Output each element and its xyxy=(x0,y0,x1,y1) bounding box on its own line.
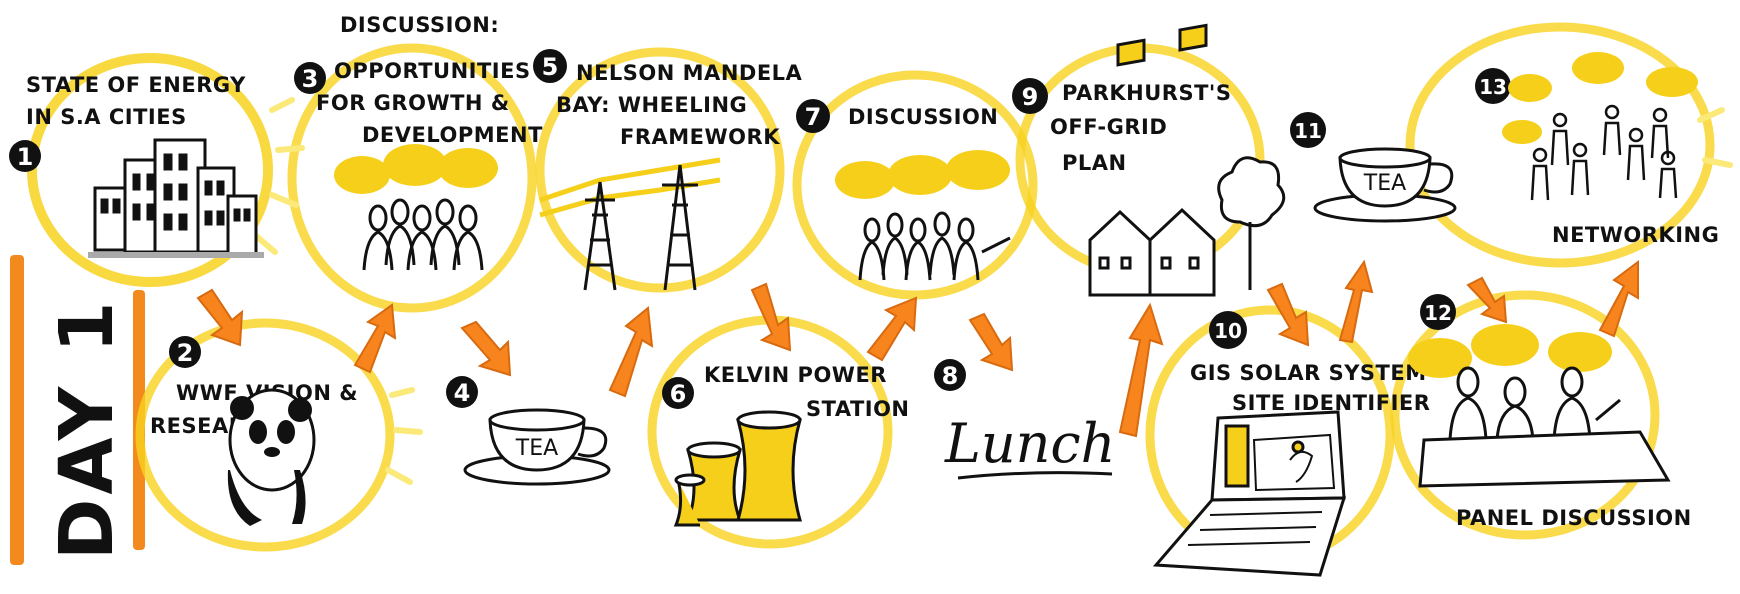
burst-rays-1 xyxy=(252,97,305,255)
arrow-12-13 xyxy=(1598,260,1639,338)
tea-label-11: TEA xyxy=(1363,171,1406,196)
arrow-11-12 xyxy=(1466,276,1508,324)
networking-people-icon xyxy=(1502,52,1698,201)
badge-11: 11 xyxy=(1290,112,1326,148)
solar-houses-icon xyxy=(1088,23,1286,297)
title-3-line-1: OPPORTUNITIES xyxy=(334,59,531,83)
badge-6: 6 xyxy=(662,377,694,409)
badge-13: 13 xyxy=(1475,68,1511,104)
badge-5: 5 xyxy=(533,49,567,83)
arrow-7-8 xyxy=(968,312,1014,372)
teacup-icon: TEA xyxy=(1313,147,1457,223)
tea-label-4: TEA xyxy=(515,436,558,461)
arrow-3-4 xyxy=(460,320,512,377)
title-8-lunch: Lunch xyxy=(944,412,1115,475)
title-5-line-3: FRAMEWORK xyxy=(620,125,780,149)
svg-text:13: 13 xyxy=(1479,75,1507,99)
badge-8: 8 xyxy=(934,359,966,391)
arrow-1-2 xyxy=(196,288,244,347)
panel-table-icon xyxy=(1408,324,1671,488)
badge-2: 2 xyxy=(169,336,201,368)
laptop-icon xyxy=(1152,410,1347,577)
badge-12: 12 xyxy=(1420,294,1456,330)
title-9-line-3: PLAN xyxy=(1062,151,1127,175)
svg-text:1: 1 xyxy=(17,143,34,171)
arrow-6-7 xyxy=(866,296,918,362)
title-1-line-1: STATE OF ENERGY xyxy=(26,73,246,97)
cooling-tower-icon xyxy=(673,410,802,527)
title-6-line-2: STATION xyxy=(806,397,910,421)
city-buildings-icon xyxy=(88,138,264,258)
number-badges: 1 2 3 4 5 6 7 8 9 10 11 12 13 xyxy=(9,49,1511,409)
badge-4: 4 xyxy=(446,376,478,408)
title-6-line-1: KELVIN POWER xyxy=(704,363,887,387)
day-bar-left xyxy=(10,255,24,565)
svg-text:10: 10 xyxy=(1214,319,1242,343)
title-1-line-2: IN S.A CITIES xyxy=(26,105,187,129)
badge-7: 7 xyxy=(796,99,830,133)
title-12: PANEL DISCUSSION xyxy=(1456,506,1692,530)
ring-3 xyxy=(287,43,537,313)
svg-text:3: 3 xyxy=(302,65,319,93)
title-5-line-2: BAY: WHEELING xyxy=(556,93,747,117)
title-3-line-3: DEVELOPMENT xyxy=(362,123,543,147)
badge-10: 10 xyxy=(1209,311,1247,349)
title-9-line-1: PARKHURST'S xyxy=(1062,81,1231,105)
arrow-5-6 xyxy=(750,282,792,352)
badge-3: 3 xyxy=(294,62,326,94)
badge-9: 9 xyxy=(1012,78,1048,114)
crowd-talking-icon xyxy=(835,150,1011,281)
crowd-talking-icon xyxy=(334,144,498,271)
svg-text:11: 11 xyxy=(1294,119,1322,143)
discussion-header: DISCUSSION: xyxy=(340,13,499,37)
title-7: DISCUSSION xyxy=(848,105,998,129)
title-3-line-2: FOR GROWTH & xyxy=(316,91,510,115)
svg-text:4: 4 xyxy=(454,379,471,407)
svg-text:9: 9 xyxy=(1022,83,1039,111)
svg-text:12: 12 xyxy=(1424,301,1452,325)
rings xyxy=(27,22,1733,565)
title-5-line-1: NELSON MANDELA xyxy=(576,61,803,85)
arrow-9-10 xyxy=(1266,282,1310,347)
ring-5 xyxy=(535,47,785,293)
svg-text:6: 6 xyxy=(670,380,687,408)
arrow-2-3 xyxy=(353,303,397,374)
ring-13 xyxy=(1405,22,1715,268)
arrow-8-9 xyxy=(1118,302,1164,438)
day-label: DAY 1 xyxy=(44,298,130,560)
pylon-icon xyxy=(539,157,721,291)
svg-text:2: 2 xyxy=(177,339,194,367)
day-banner: DAY 1 xyxy=(10,255,145,565)
title-9-line-2: OFF-GRID xyxy=(1050,115,1167,139)
title-10-line-1: GIS SOLAR SYSTEM xyxy=(1190,361,1427,385)
burst-rays-2 xyxy=(385,387,423,485)
ring-2 xyxy=(135,318,395,552)
svg-text:8: 8 xyxy=(942,362,959,390)
panda-icon xyxy=(227,388,316,526)
lunch-underline xyxy=(957,471,1113,480)
badge-1: 1 xyxy=(9,140,41,172)
teacup-icon: TEA xyxy=(463,408,611,486)
svg-text:5: 5 xyxy=(542,53,559,81)
ring-12 xyxy=(1390,290,1660,540)
session-titles: DISCUSSION: STATE OF ENERGY IN S.A CITIE… xyxy=(26,13,1719,530)
title-13: NETWORKING xyxy=(1552,223,1719,247)
ring-7 xyxy=(792,70,1038,300)
svg-text:7: 7 xyxy=(805,103,822,131)
arrow-10-11 xyxy=(1338,259,1374,344)
burst-rays-13 xyxy=(1697,107,1733,168)
arrow-4-5 xyxy=(608,306,654,398)
flow-arrows xyxy=(196,259,1639,438)
